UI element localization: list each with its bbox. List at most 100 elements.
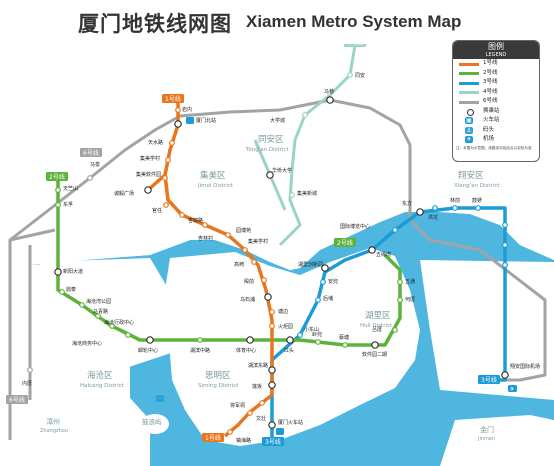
line-2-badge [46,172,68,181]
line-1-badge-south [202,433,224,442]
district-tongan-cn: 同安区 [258,134,284,145]
transfer-station-marker[interactable] [286,336,294,344]
line-2-route [56,180,402,347]
transfer-station-marker[interactable] [268,381,276,389]
train-icon[interactable] [186,117,194,124]
line-1-badge-label: 1号线 [165,95,181,103]
line-6-badge-west [6,395,28,404]
transfer-station-marker[interactable] [501,371,509,379]
station-label: 杏锦路 [188,217,203,224]
station-label: 同安 [355,72,365,79]
map-title-cn: 厦门地铁线网图 [78,12,232,36]
legend-label: 4号线 [483,88,498,95]
line-6-badge-west-label: 6号线 [9,396,25,404]
train-icon: ▣ [465,117,473,124]
station-label: 湖里创新园 [298,261,323,268]
legend-item-line6: 6号线 [453,97,539,107]
transfer-station-marker[interactable] [321,264,329,272]
transfer-station-marker[interactable] [416,208,424,216]
legend-item-transfer: 换乘站 [453,107,539,117]
misc-stations: 同安 大学城 华侨大学 集美新城 马巷 马銮 内厝 [22,72,365,387]
station-label: 蔡塘 [339,334,349,341]
transfer-icon [467,108,474,116]
district-huli-en: Huli District [360,323,393,329]
station-label: 鼎泰 [66,286,76,293]
station-label: 邮轮中心 [138,347,158,354]
station-label: 殿前 [244,278,254,285]
line-2-badge-east [334,238,356,247]
line-2-stations: 天竺山 东孚 新阳大道 鼎泰 海沧湾公园 马青路 海沧行政中心 海沧商务中心 邮… [54,185,415,358]
ferry-icon[interactable] [156,395,164,402]
legend-header: 图例 LEGEND [453,41,539,59]
station-label: 大学城 [270,117,285,124]
station-label: 海沧行政中心 [104,319,134,326]
transfer-station-marker[interactable] [326,96,334,104]
ferry-icon: ⚓ [465,126,473,134]
station-label: 文灶 [256,415,266,422]
map-legend: 图例 LEGEND 1号线 2号线 3号线 4号线 6号线 换乘站 ▣火车站 ⚓… [452,40,540,162]
line-1-badge-south-label: 1号线 [205,434,221,442]
district-jinmen-cn: 金门 [480,425,494,434]
district-xiangan-cn: 翔安区 [458,170,484,181]
line-4-swatch [459,91,479,94]
station-label: 乌石浦 [240,296,255,303]
transfer-station-marker[interactable] [174,120,182,128]
station-label: 翔安国际机场 [510,363,540,370]
transfer-station-marker[interactable] [268,421,276,429]
station-label: 安兜 [328,278,338,285]
transfer-station-marker[interactable] [266,171,274,179]
train-icon[interactable] [276,428,284,435]
station-label: 高崎 [234,261,244,268]
transfer-station-marker[interactable] [268,366,276,374]
transfer-station-marker[interactable] [144,186,152,194]
station-label: 国际博览中心 [340,223,370,230]
legend-item-line1: 1号线 [453,59,539,69]
legend-note: 注：本图为示意图，线路走向及站点以实际为准 [456,145,532,150]
legend-item-ferry: ⚓码头 [453,126,539,136]
station-label: 杏林村 [198,235,213,242]
line-3-route [270,206,507,437]
transfer-station-marker[interactable] [246,336,254,344]
station-label: 园博苑 [236,227,251,234]
legend-label: 火车站 [483,117,500,123]
station-label: 五通 [405,278,415,285]
svg-text:✈: ✈ [510,386,515,393]
station-label: 天竺山 [63,185,78,192]
station-label: 将军祠 [230,402,245,409]
legend-label: 换乘站 [483,107,500,114]
station-label: 湖滨中路 [190,347,210,354]
station-label: 新阳大道 [63,268,83,275]
station-label: 岭兜 [312,331,322,338]
legend-subtitle: LEGEND [485,52,507,58]
district-haicang-cn: 海沧区 [87,370,113,381]
transfer-station-marker[interactable] [54,268,62,276]
transfer-station-marker[interactable] [146,336,154,344]
transfer-station-marker[interactable] [264,293,272,301]
line-2-badge-east-label: 2号线 [337,239,353,247]
line-3-stations: 厦门火车站 小东山 后埔 安兜 湖里创新园 五缘湾 国际博览中心 东方 洪坑 林… [268,197,540,429]
district-huli-cn: 湖里区 [365,311,391,321]
transfer-station-marker[interactable] [371,341,379,349]
station-label: 内厝 [22,380,32,387]
station-label: 岩内 [182,106,192,113]
district-tongan-en: Tong'an District [245,147,289,153]
station-label: 马銮 [90,161,100,168]
line-1-swatch [459,62,479,66]
line-3-badge-label: 3号线 [265,438,281,446]
line-3-badge-east-label: 3号线 [481,376,497,384]
district-zhangzhou-en: Zhangzhou [40,428,68,434]
legend-label: 机场 [483,136,495,142]
station-label: 东方 [402,200,412,207]
station-label: 五缘湾 [376,251,391,258]
station-label: 东孚 [63,201,73,208]
station-label: 官任 [152,207,162,214]
transfer-station-marker[interactable] [368,246,376,254]
map-title-en: Xiamen Metro System Map [246,12,462,31]
legend-item-line2: 2号线 [453,69,539,79]
airport-icon[interactable] [508,385,517,392]
station-label: 小东山 [304,326,319,333]
station-label: 何厝 [405,296,415,303]
legend-label: 6号线 [483,98,498,104]
station-label: 洪坑 [428,214,438,221]
station-label: 马青路 [93,308,108,315]
